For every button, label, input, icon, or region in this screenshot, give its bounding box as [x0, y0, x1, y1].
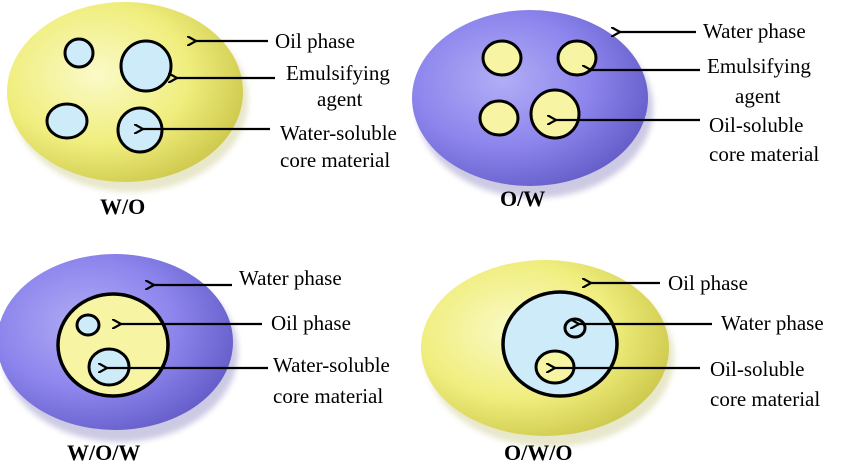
label-agent: agent [735, 84, 781, 108]
caption-w-o-w: W/O/W [67, 440, 140, 465]
water-droplet [75, 313, 101, 337]
label-water-phase: Water phase [239, 266, 342, 290]
panel-w-o: Oil phase Emulsifying agent Water-solubl… [7, 2, 397, 219]
oil-soluble-core-droplet [529, 88, 581, 140]
oil-droplet [478, 99, 520, 137]
label-water-phase: Water phase [721, 311, 824, 335]
water-phase-droplet [412, 10, 648, 186]
oil-phase-droplet [7, 2, 243, 182]
caption-o-w: O/W [500, 186, 545, 211]
emulsifying-agent-droplet [556, 39, 598, 77]
label-oil-phase: Oil phase [275, 29, 355, 53]
label-core-material: core material [710, 387, 820, 411]
label-emulsifying: Emulsifying [286, 61, 390, 85]
water-droplet [563, 317, 587, 339]
caption-o-w-o: O/W/O [504, 440, 572, 465]
water-droplet [63, 37, 95, 69]
water-droplet [45, 102, 89, 140]
emulsifying-agent-droplet [119, 39, 173, 93]
label-oil-phase: Oil phase [668, 271, 748, 295]
water-phase-droplet [501, 290, 619, 398]
panel-w-o-w: Water phase Oil phase Water-soluble core… [0, 254, 390, 465]
panel-o-w: Water phase Emulsifying agent Oil-solubl… [412, 10, 819, 211]
panel-o-w-o: Oil phase Water phase Oil-soluble core m… [421, 260, 824, 465]
label-emulsifying: Emulsifying [707, 54, 811, 78]
label-oil-phase: Oil phase [271, 311, 351, 335]
caption-w-o: W/O [100, 194, 145, 219]
label-core-material: core material [273, 384, 383, 408]
label-oil-soluble: Oil-soluble [710, 357, 805, 381]
label-agent: agent [317, 87, 363, 111]
oil-droplet [481, 39, 523, 77]
label-water-phase: Water phase [703, 19, 806, 43]
label-water-soluble: Water-soluble [273, 353, 390, 377]
label-oil-soluble: Oil-soluble [709, 113, 804, 137]
label-core-material: core material [709, 142, 819, 166]
label-core-material: core material [280, 148, 390, 172]
label-water-soluble: Water-soluble [280, 121, 397, 145]
